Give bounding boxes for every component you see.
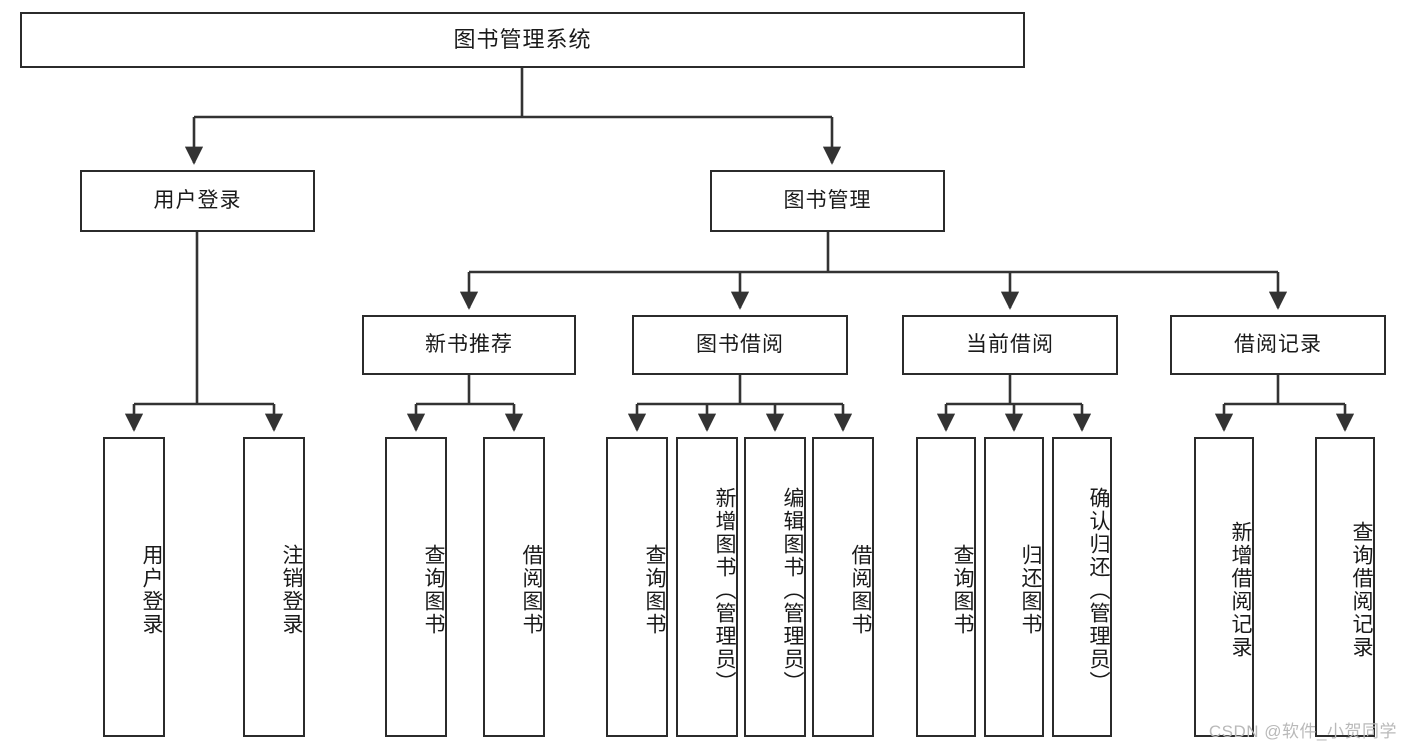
node-new-book-recommend[interactable]: 新书推荐 [362,315,576,375]
leaf-user-login-login[interactable]: 用户登录 [103,437,165,737]
leaf-current-confirm-return-admin[interactable]: 确认归还（管理员） [1052,437,1112,737]
leaf-label: 归还图书 [1019,544,1042,636]
leaf-record-add-record[interactable]: 新增借阅记录 [1194,437,1254,737]
leaf-current-query-book[interactable]: 查询图书 [916,437,976,737]
leaf-label: 用户登录 [140,544,163,636]
leaf-label: 注销登录 [280,544,303,636]
leaf-label: 查询借阅记录 [1350,521,1373,659]
node-root[interactable]: 图书管理系统 [20,12,1025,68]
leaf-borrow-add-book-admin[interactable]: 新增图书（管理员） [676,437,738,737]
leaf-label: 确认归还（管理员） [1087,486,1110,694]
leaf-label: 编辑图书（管理员） [781,486,804,694]
leaf-label: 借阅图书 [520,544,543,636]
node-current-borrow[interactable]: 当前借阅 [902,315,1118,375]
node-user-login[interactable]: 用户登录 [80,170,315,232]
leaf-borrow-query-book[interactable]: 查询图书 [606,437,668,737]
leaf-current-return-book[interactable]: 归还图书 [984,437,1044,737]
csdn-watermark: CSDN @软件_小贺同学 [1208,722,1397,741]
leaf-label: 新增图书（管理员） [713,486,736,694]
leaf-borrow-edit-book-admin[interactable]: 编辑图书（管理员） [744,437,806,737]
node-book-borrow[interactable]: 图书借阅 [632,315,848,375]
leaf-label: 查询图书 [951,544,974,636]
leaf-borrow-borrow-book[interactable]: 借阅图书 [812,437,874,737]
leaf-label: 新增借阅记录 [1229,521,1252,659]
node-borrow-record[interactable]: 借阅记录 [1170,315,1386,375]
leaf-record-query-record[interactable]: 查询借阅记录 [1315,437,1375,737]
leaf-label: 查询图书 [643,544,666,636]
leaf-label: 借阅图书 [849,544,872,636]
leaf-new-book-borrow[interactable]: 借阅图书 [483,437,545,737]
leaf-new-book-query[interactable]: 查询图书 [385,437,447,737]
node-book-management[interactable]: 图书管理 [710,170,945,232]
leaf-label: 查询图书 [422,544,445,636]
leaf-user-login-logout[interactable]: 注销登录 [243,437,305,737]
